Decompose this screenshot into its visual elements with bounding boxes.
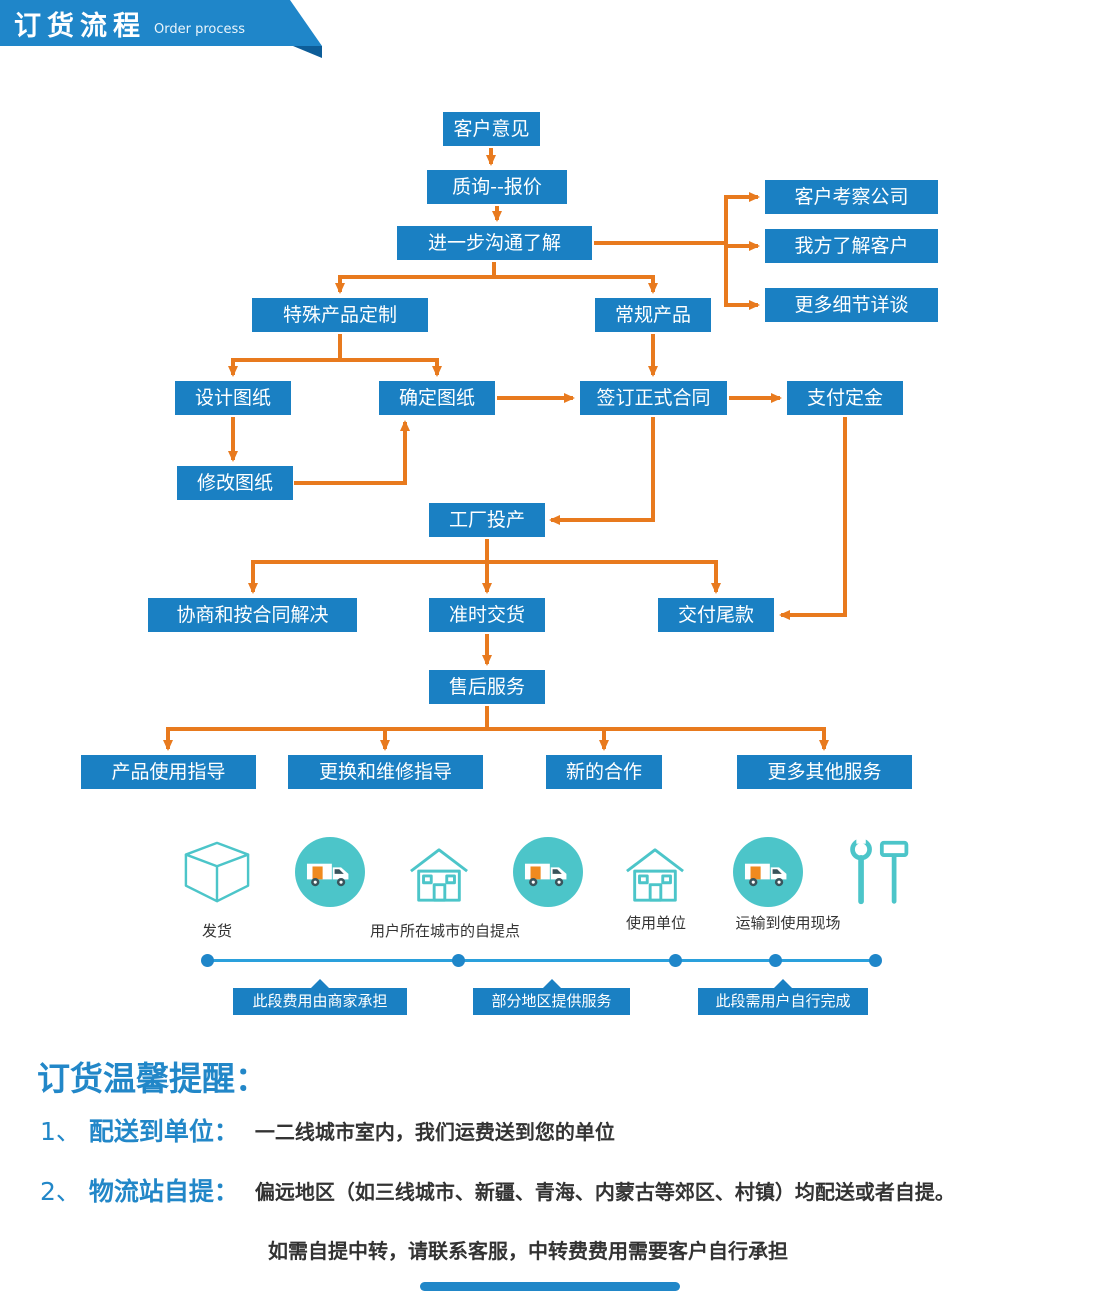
timeline-ribbon-merchant-cost: 此段费用由商家承担 [233,979,407,1015]
flow-node-design-drawing: 设计图纸 [175,381,291,415]
flow-node-after-sales: 售后服务 [429,670,545,704]
footer-bar [420,1282,680,1291]
label-transport-site: 运输到使用现场 [735,914,841,932]
notice-item-delivery: 1、 配送到单位： 一二线城市室内，我们运费送到您的单位 [40,1112,615,1148]
delivery-truck-icon [513,837,583,907]
notice-item-text: 一二线城市室内，我们运费送到您的单位 [254,1119,615,1144]
notice-item-number: 1、 [40,1117,81,1146]
label-pickup-point: 用户所在城市的自提点 [369,922,520,940]
notice-item-text: 偏远地区（如三线城市、新疆、青海、内蒙古等郊区、村镇）均配送或者自提。 [254,1179,955,1204]
timeline-ribbon-partial-service: 部分地区提供服务 [473,979,630,1015]
notice-item-label: 物流站自提： [88,1177,239,1206]
flow-node-pay-balance: 交付尾款 [658,598,774,632]
timeline-dot [769,954,782,967]
notice-item-label: 配送到单位： [88,1117,239,1146]
flow-node-inquiry-quote: 质询--报价 [427,170,567,204]
notice-item-number: 2、 [40,1177,81,1206]
repair-tools-icon [850,835,909,905]
header-banner: 订货流程 Order process [0,0,322,46]
label-use-unit: 使用单位 [625,914,686,932]
flow-node-regular-product: 常规产品 [595,298,711,332]
label-ship: 发货 [201,922,232,940]
flow-node-custom-product: 特殊产品定制 [252,298,428,332]
house-icon [410,848,468,902]
timeline-dot [869,954,882,967]
package-box-icon [184,841,250,903]
flow-node-factory-production: 工厂投产 [429,503,545,537]
flow-node-modify-drawing: 修改图纸 [177,466,293,500]
flow-node-sign-contract: 签订正式合同 [580,381,727,415]
flow-arrows [163,148,847,751]
delivery-truck-icon [733,837,803,907]
notice-item-pickup: 2、 物流站自提： 偏远地区（如三线城市、新疆、青海、内蒙古等郊区、村镇）均配送… [40,1172,955,1208]
flow-node-usage-guide: 产品使用指导 [81,755,256,789]
notice-extra-text: 如需自提中转，请联系客服，中转费费用需要客户自行承担 [268,1239,788,1263]
house-icon [626,848,684,902]
flow-node-ontime-delivery: 准时交货 [429,598,545,632]
flow-node-more-details: 更多细节详谈 [765,288,938,322]
flow-node-new-cooperation: 新的合作 [546,755,662,789]
delivery-truck-icon [295,837,365,907]
logistics-section: 发货 用户所在城市的自提点 使用单位 运输到使用现场 [0,820,1100,1040]
timeline-dot [201,954,214,967]
flow-node-more-services: 更多其他服务 [737,755,912,789]
flow-node-confirm-drawing: 确定图纸 [379,381,495,415]
notice-title: 订货温馨提醒： [37,1059,268,1098]
flow-node-know-customer: 我方了解客户 [765,229,938,263]
order-flowchart: 客户意见 质询--报价 进一步沟通了解 客户考察公司 我方了解客户 更多细节详谈… [81,112,938,789]
flow-node-customer-visit: 客户考察公司 [765,180,938,214]
flow-node-replace-repair: 更换和维修指导 [288,755,483,789]
timeline-dot [669,954,682,967]
timeline-dot [452,954,465,967]
flow-node-negotiate-solve: 协商和按合同解决 [148,598,357,632]
flow-node-further-communication: 进一步沟通了解 [397,226,592,260]
flow-node-customer-feedback: 客户意见 [443,112,540,146]
flow-node-pay-deposit: 支付定金 [787,381,903,415]
timeline-line [207,959,875,962]
page-title: 订货流程 [14,10,146,42]
page-subtitle: Order process [154,21,246,37]
timeline-ribbon-user-complete: 此段需用户自行完成 [698,979,868,1015]
